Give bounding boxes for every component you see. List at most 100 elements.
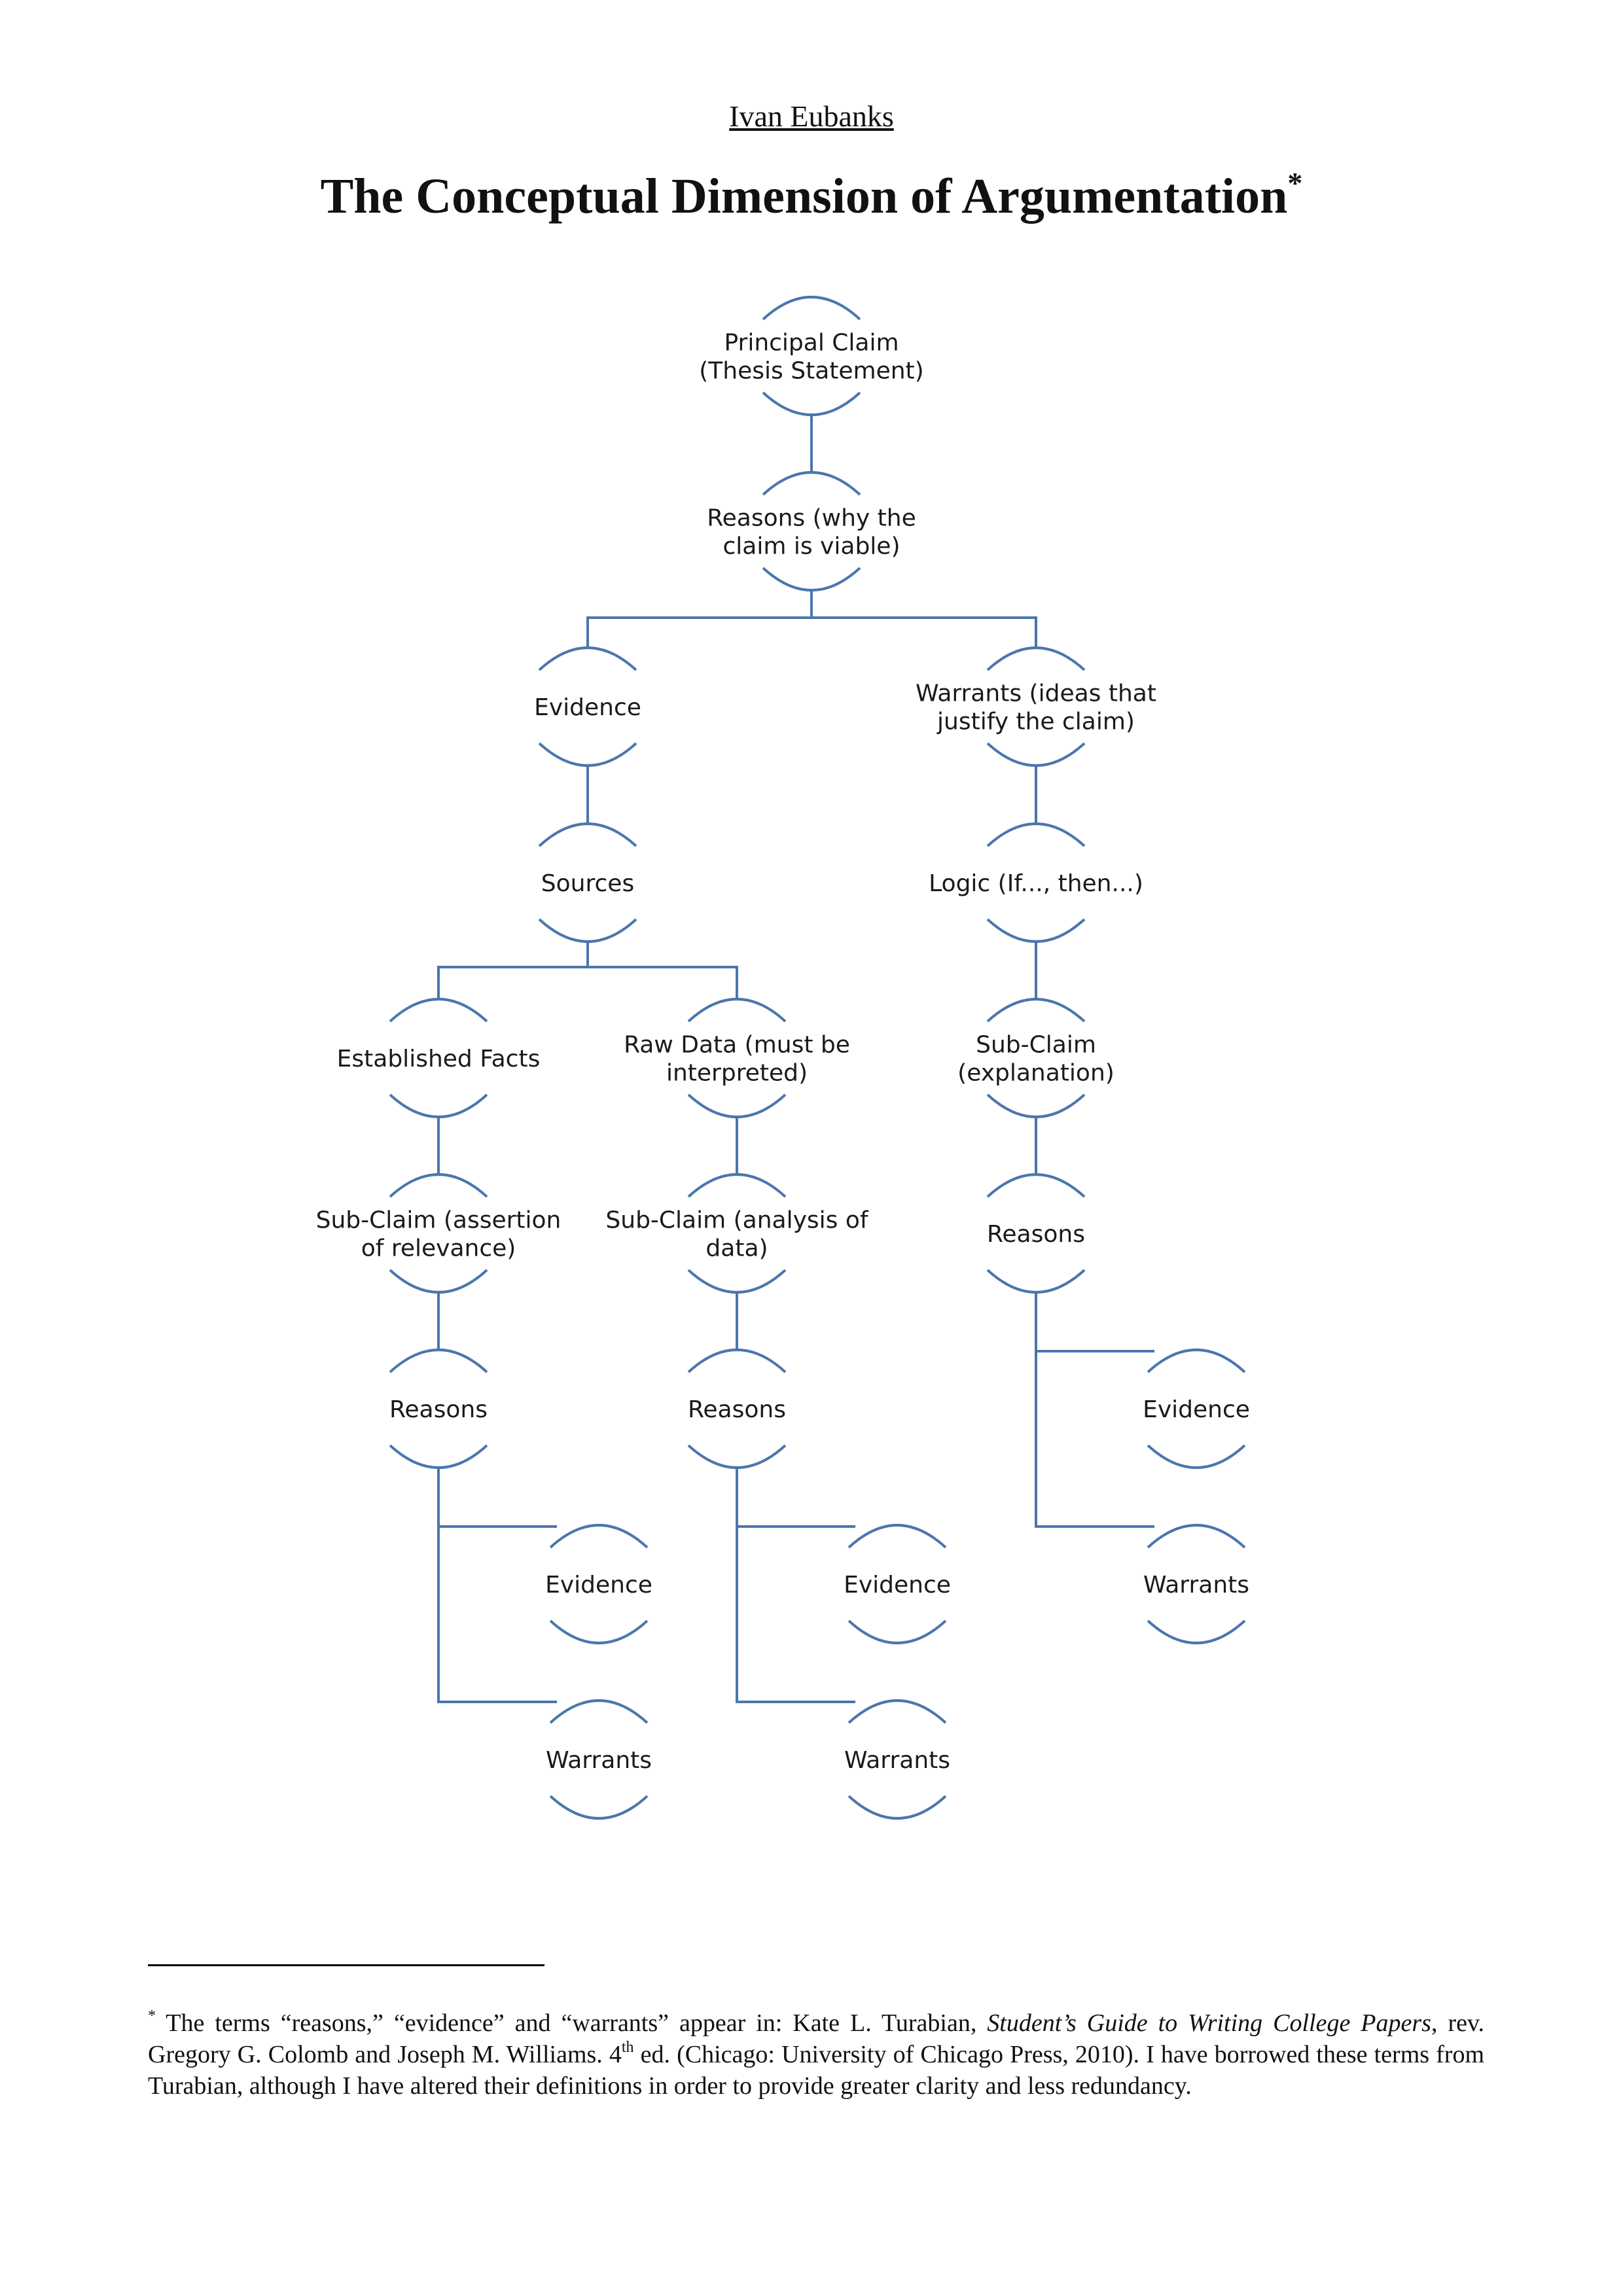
node-reasons_m: Reasons bbox=[687, 1349, 787, 1469]
node-bottom-arc bbox=[538, 918, 637, 943]
edge-reasons_r-to-evidence_r bbox=[1035, 1292, 1154, 1352]
edge-reasons_m-to-warrants_m bbox=[736, 1468, 855, 1703]
node-top-arc bbox=[538, 822, 637, 847]
node-bottom-arc bbox=[986, 918, 1086, 943]
edge-reasons_l-to-evidence_l2 bbox=[437, 1468, 557, 1528]
node-bottom-arc bbox=[389, 1269, 488, 1294]
node-warrants_l: Warrants bbox=[546, 1699, 652, 1820]
node-label: justify the claim) bbox=[936, 709, 1135, 735]
edge-reasons_r-to-warrants_r2 bbox=[1035, 1292, 1154, 1528]
node-top-arc bbox=[1147, 1524, 1246, 1549]
node-top-arc bbox=[549, 1699, 649, 1724]
node-label: Sources bbox=[541, 870, 634, 897]
node-top-arc bbox=[1147, 1349, 1246, 1373]
node-bottom-arc bbox=[986, 1269, 1086, 1294]
edge-reasons_l-to-warrants_l bbox=[437, 1468, 557, 1703]
node-bottom-arc bbox=[1147, 1619, 1246, 1644]
node-principal: Principal Claim(Thesis Statement) bbox=[699, 296, 924, 416]
node-label: (Thesis Statement) bbox=[699, 358, 923, 385]
node-bottom-arc bbox=[549, 1619, 649, 1644]
footnote-text-2: , rev. Gregory G. Colomb and Joseph M. W… bbox=[148, 2009, 1484, 2068]
node-bottom-arc bbox=[847, 1619, 947, 1644]
node-top-arc bbox=[762, 471, 861, 496]
node-subclaim_r: Sub-Claim(explanation) bbox=[957, 998, 1115, 1118]
node-reasons_r: Reasons bbox=[986, 1173, 1086, 1294]
node-label: Reasons bbox=[389, 1396, 488, 1423]
node-label: Principal Claim bbox=[724, 330, 899, 357]
node-top-arc bbox=[549, 1524, 649, 1549]
edge-reasons_m-to-evidence_m bbox=[736, 1468, 855, 1528]
node-label: Sub-Claim bbox=[976, 1032, 1096, 1059]
node-top-arc bbox=[986, 822, 1086, 847]
node-bottom-arc bbox=[986, 1093, 1086, 1118]
node-bottom-arc bbox=[687, 1269, 787, 1294]
node-label: Warrants (ideas that bbox=[916, 680, 1156, 707]
edge-sources-to-rawdata bbox=[586, 942, 738, 999]
title-text: The Conceptual Dimension of Argumentatio… bbox=[320, 169, 1288, 224]
node-top-arc bbox=[538, 646, 637, 671]
node-bottom-arc bbox=[549, 1795, 649, 1820]
node-top-arc bbox=[847, 1699, 947, 1724]
node-top-arc bbox=[389, 1173, 488, 1198]
node-label: data) bbox=[705, 1235, 768, 1262]
node-label: Established Facts bbox=[337, 1046, 541, 1072]
node-label: (explanation) bbox=[957, 1060, 1115, 1087]
node-label: Sub-Claim (analysis of bbox=[605, 1207, 868, 1234]
node-label: Warrants bbox=[1143, 1572, 1249, 1598]
node-label: Evidence bbox=[534, 694, 641, 721]
argument-tree-diagram: Principal Claim(Thesis Statement) Reasons… bbox=[316, 296, 1250, 1820]
node-top-arc bbox=[389, 1349, 488, 1373]
node-label: Reasons bbox=[987, 1221, 1085, 1248]
node-label: Evidence bbox=[844, 1572, 951, 1598]
edge-reasons_top-to-warrants_r1 bbox=[810, 590, 1037, 648]
node-label: Sub-Claim (assertion bbox=[316, 1207, 562, 1234]
node-evidence_l1: Evidence bbox=[534, 646, 641, 767]
node-bottom-arc bbox=[847, 1795, 947, 1820]
edge-sources-to-facts bbox=[437, 942, 589, 999]
node-reasons_l: Reasons bbox=[389, 1349, 488, 1469]
node-label: Raw Data (must be bbox=[624, 1032, 850, 1059]
footnote-edition-sup: th bbox=[621, 2039, 634, 2056]
node-bottom-arc bbox=[538, 742, 637, 767]
node-label: Warrants bbox=[844, 1747, 950, 1774]
node-evidence_l2: Evidence bbox=[545, 1524, 652, 1644]
node-label: Reasons (why the bbox=[707, 505, 916, 532]
page-title: The Conceptual Dimension of Argumentatio… bbox=[0, 164, 1623, 229]
node-label: Logic (If..., then...) bbox=[929, 870, 1143, 897]
node-top-arc bbox=[762, 296, 861, 321]
node-top-arc bbox=[986, 646, 1086, 671]
connector-layer bbox=[437, 415, 1154, 1703]
node-top-arc bbox=[687, 1349, 787, 1373]
footnote-text-3: ed. (Chicago: University of Chicago Pres… bbox=[148, 2041, 1484, 2100]
node-top-arc bbox=[389, 998, 488, 1023]
footnote: * The terms “reasons,” “evidence” and “w… bbox=[148, 2007, 1484, 2102]
node-bottom-arc bbox=[1147, 1444, 1246, 1469]
node-warrants_r2: Warrants bbox=[1143, 1524, 1249, 1644]
node-top-arc bbox=[687, 1173, 787, 1198]
footnote-divider bbox=[148, 1964, 544, 1966]
node-bottom-arc bbox=[762, 567, 861, 592]
title-footnote-marker: * bbox=[1287, 166, 1303, 200]
node-warrants_m: Warrants bbox=[844, 1699, 950, 1820]
node-label: claim is viable) bbox=[723, 533, 901, 560]
node-layer: Principal Claim(Thesis Statement) Reasons… bbox=[316, 296, 1250, 1820]
node-top-arc bbox=[687, 998, 787, 1023]
node-label: Evidence bbox=[1143, 1396, 1250, 1423]
node-label: Warrants bbox=[546, 1747, 652, 1774]
node-top-arc bbox=[986, 1173, 1086, 1198]
node-bottom-arc bbox=[389, 1444, 488, 1469]
footnote-text-1: The terms “reasons,” “evidence” and “war… bbox=[156, 2009, 988, 2037]
node-logic: Logic (If..., then...) bbox=[929, 822, 1143, 943]
edge-reasons_top-to-evidence_l1 bbox=[586, 590, 813, 648]
node-bottom-arc bbox=[389, 1093, 488, 1118]
node-label: Evidence bbox=[545, 1572, 652, 1598]
node-label: of relevance) bbox=[361, 1235, 516, 1262]
footnote-marker: * bbox=[148, 2007, 156, 2024]
node-top-arc bbox=[986, 998, 1086, 1023]
node-bottom-arc bbox=[687, 1093, 787, 1118]
node-top-arc bbox=[847, 1524, 947, 1549]
